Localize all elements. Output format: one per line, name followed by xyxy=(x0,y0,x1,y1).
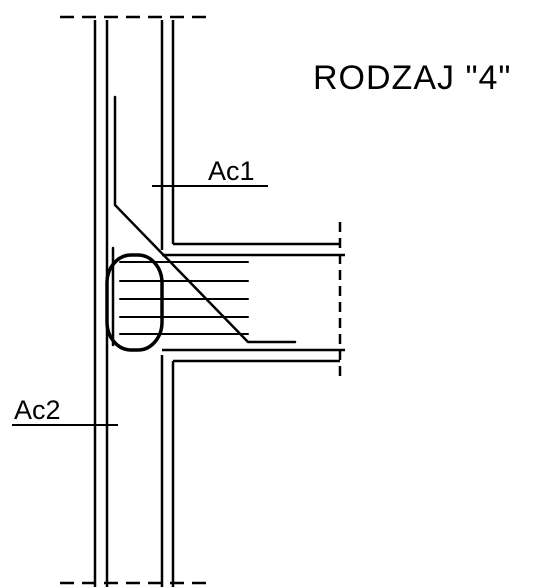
ac2-label: Ac2 xyxy=(14,395,61,425)
slab-outline xyxy=(162,222,345,382)
reinforcement xyxy=(105,95,297,352)
ac1-label: Ac1 xyxy=(208,156,255,186)
drawing-title: RODZAJ "4" xyxy=(313,59,512,97)
bent-anchor-bar xyxy=(113,95,297,344)
loop-stirrup xyxy=(105,253,164,352)
column-outline xyxy=(93,20,175,587)
section-markers xyxy=(12,185,268,426)
break-lines xyxy=(60,15,208,585)
